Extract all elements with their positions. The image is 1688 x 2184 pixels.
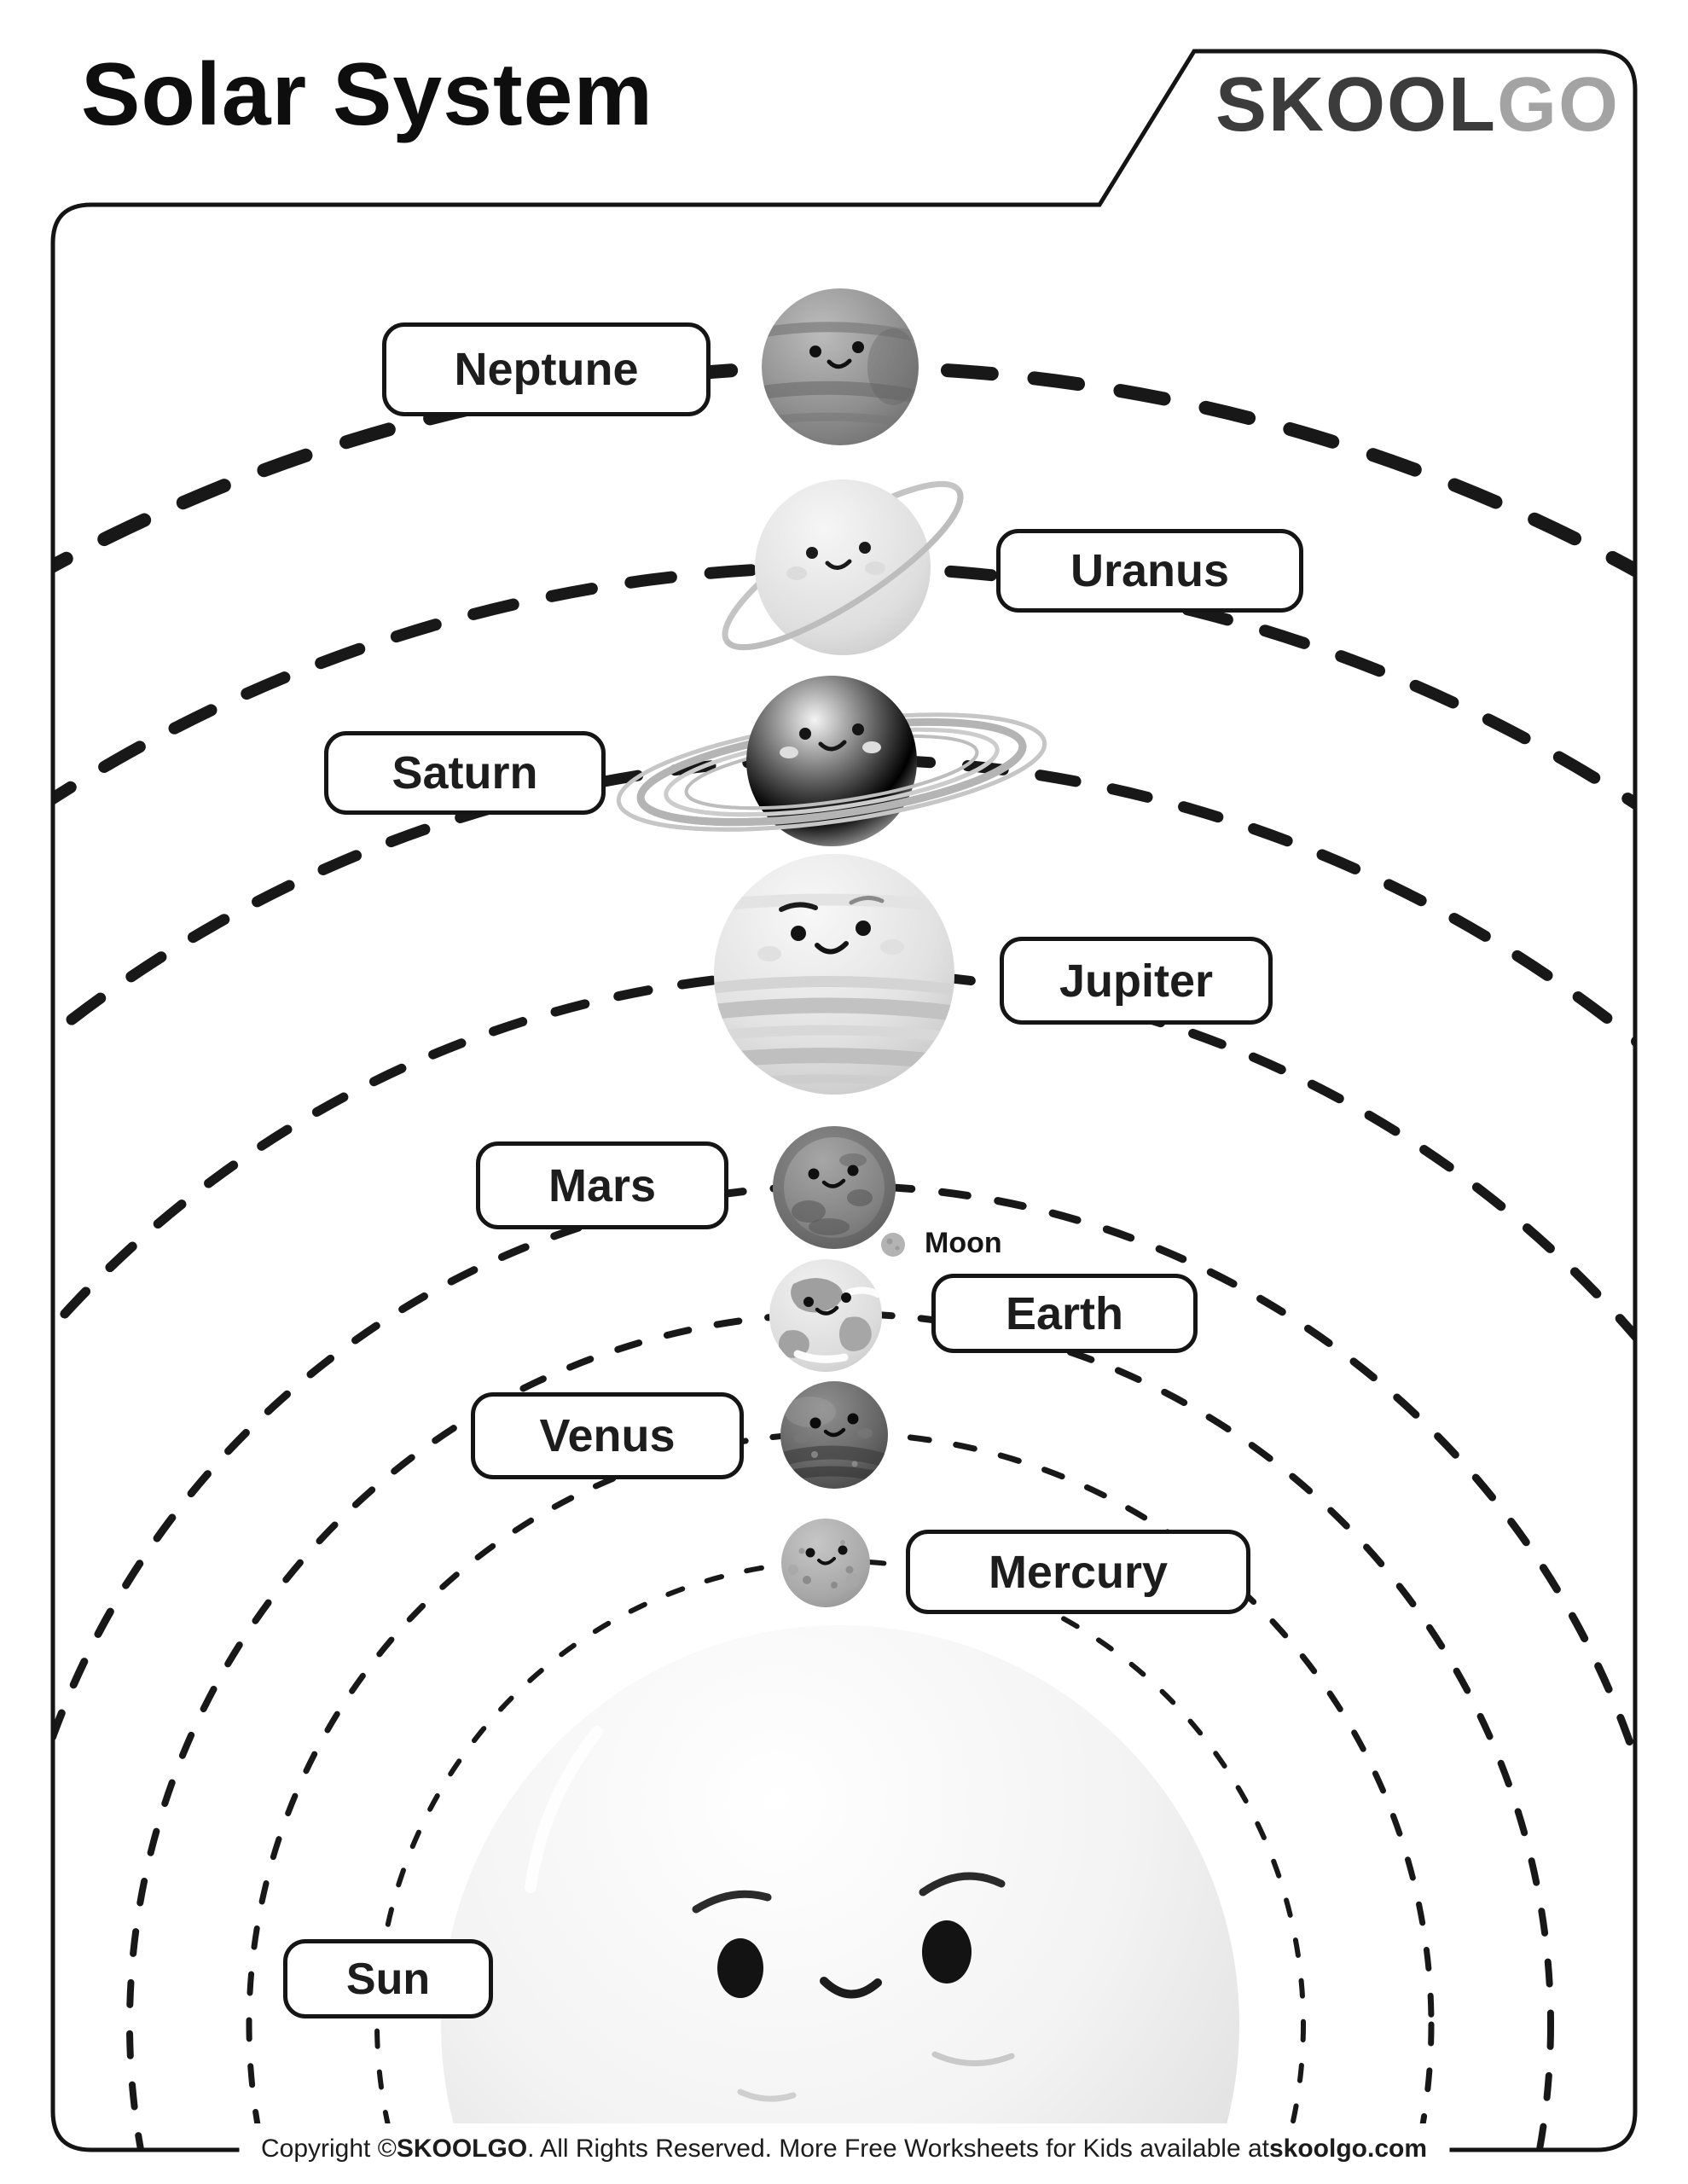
- sun-cheek-line: [931, 2051, 1015, 2066]
- earth-face: [803, 1292, 851, 1316]
- mars-face: [808, 1165, 859, 1188]
- skoolgo-logo: SKOOLGO: [1215, 61, 1620, 149]
- label-earth: Earth: [931, 1274, 1198, 1353]
- label-saturn: Saturn: [324, 731, 606, 815]
- neptune-face: [809, 341, 864, 369]
- footer-copyright: Copyright © SKOOLGO. All Rights Reserved…: [238, 2123, 1450, 2175]
- moon-label: Moon: [925, 1227, 1002, 1259]
- planet-mercury: [781, 1519, 870, 1607]
- footer-middle: . All Rights Reserved. More Free Workshe…: [527, 2135, 1269, 2163]
- sun-face: [692, 1872, 1015, 2102]
- label-neptune: Neptune: [382, 322, 711, 416]
- sun-highlight: [525, 1726, 603, 1893]
- label-sun: Sun: [283, 1939, 493, 2018]
- logo-go-text: GO: [1497, 62, 1621, 148]
- sun-chin-line: [737, 2088, 797, 2102]
- jupiter-face: [757, 896, 904, 961]
- page-title: Solar System: [81, 45, 653, 144]
- label-jupiter: Jupiter: [1000, 937, 1273, 1025]
- planet-jupiter: [714, 854, 954, 1095]
- sun-illustration: [441, 1625, 1239, 2150]
- planet-uranus: [722, 479, 964, 655]
- mercury-face: [805, 1545, 848, 1565]
- uranus-face: [786, 542, 885, 580]
- label-mars: Mars: [476, 1141, 728, 1229]
- planet-saturn: [616, 676, 1047, 846]
- footer-site-link[interactable]: skoolgo.com: [1268, 2135, 1428, 2163]
- label-mercury: Mercury: [906, 1530, 1250, 1614]
- moon-illustration: [881, 1233, 905, 1257]
- label-venus: Venus: [471, 1392, 744, 1479]
- worksheet-frame: [50, 49, 1638, 2152]
- planet-venus: [780, 1381, 888, 1489]
- sun-left-eye: [717, 1938, 763, 1998]
- logo-skool-text: SKOOL: [1215, 62, 1498, 148]
- venus-face: [794, 1413, 873, 1443]
- sun-right-eye: [922, 1920, 972, 1984]
- planet-earth: [769, 1259, 882, 1372]
- footer-brand: SKOOLGO: [396, 2135, 528, 2163]
- label-uranus: Uranus: [996, 529, 1303, 613]
- planet-mars: [773, 1126, 896, 1249]
- sun-right-eyebrow: [919, 1872, 1006, 1896]
- planet-neptune: [762, 288, 919, 445]
- footer-prefix: Copyright ©: [260, 2135, 397, 2163]
- sun-smile: [820, 1977, 882, 1999]
- saturn-rings-front: [616, 741, 1047, 832]
- sun-left-eyebrow: [692, 1890, 772, 1914]
- saturn-face: [780, 723, 881, 758]
